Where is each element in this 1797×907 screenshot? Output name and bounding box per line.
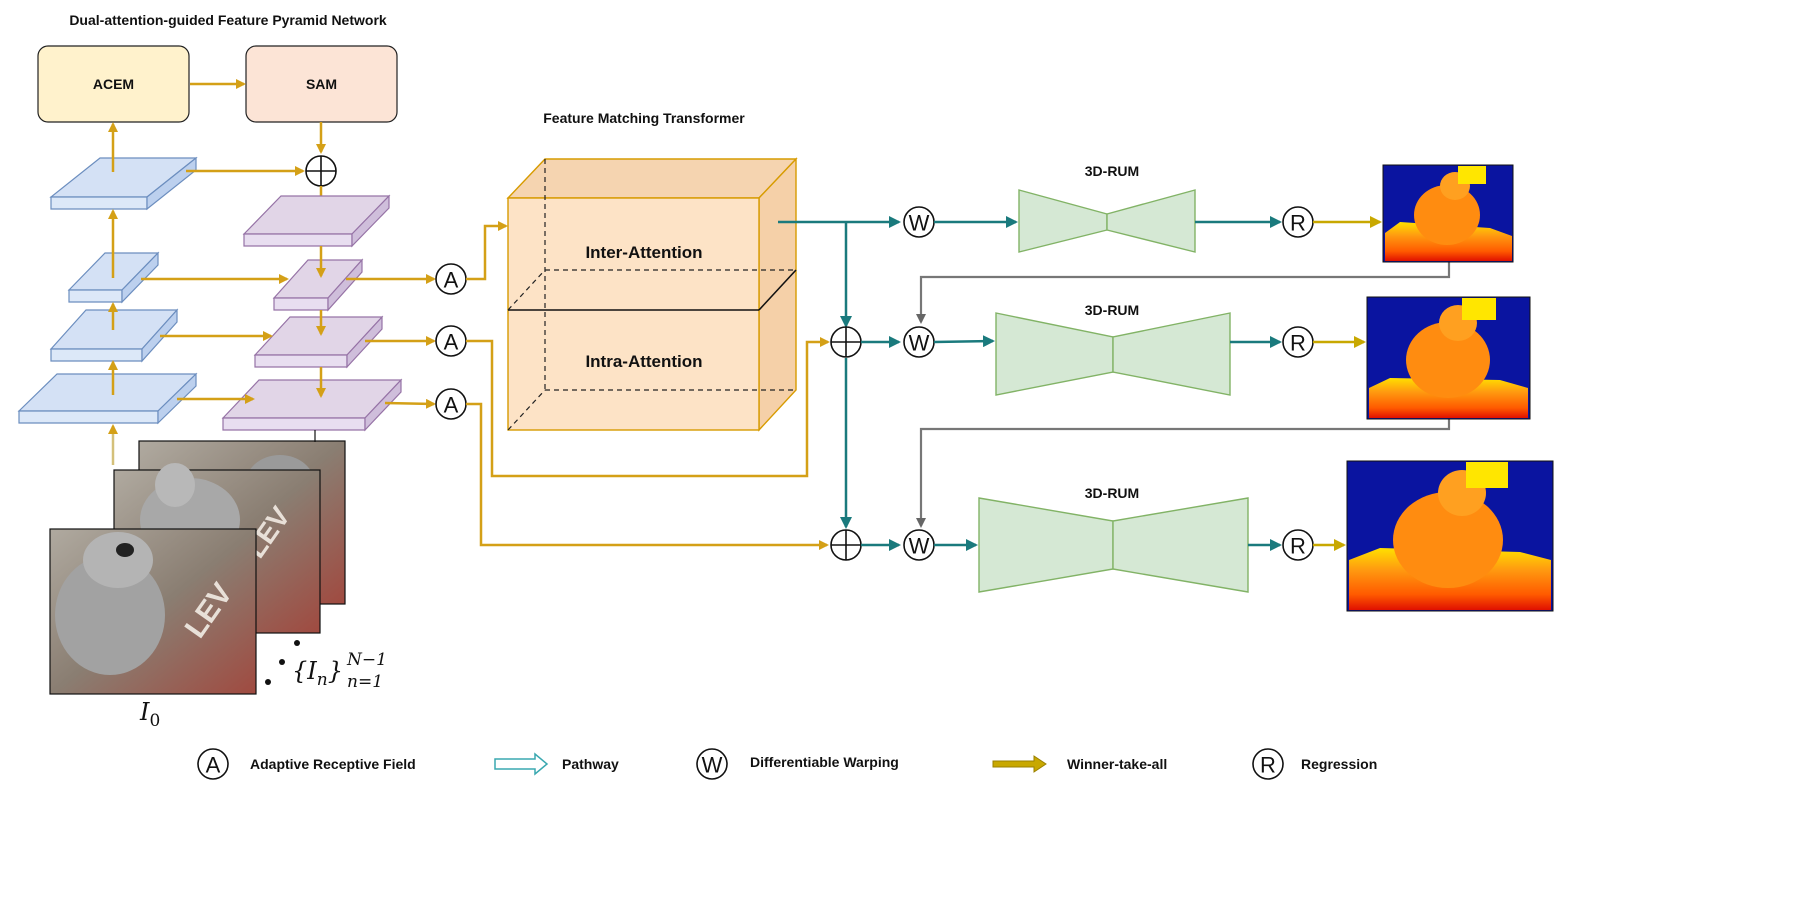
legend-warping-label: Differentiable Warping xyxy=(750,754,899,770)
src-close: } xyxy=(328,657,343,685)
warping-node-1: W xyxy=(903,206,935,238)
blue-feature-level-4 xyxy=(17,372,198,425)
bottom-sum-node xyxy=(830,529,862,561)
purple-to-a3-arrow xyxy=(384,398,436,409)
inter-attention-label: Inter-Attention xyxy=(585,243,702,262)
a-symbol: A xyxy=(444,268,459,293)
sam-label: SAM xyxy=(306,76,337,92)
depth-map-stage-3 xyxy=(1346,460,1554,612)
pathway-arrow-icon xyxy=(494,752,549,776)
legend: A Adaptive Receptive Field Pathway W Dif… xyxy=(197,748,1377,780)
feature-matching-transformer: Inter-Attention Intra-Attention xyxy=(506,157,798,432)
wta-arrow-icon xyxy=(992,755,1047,773)
a-symbol: A xyxy=(444,393,459,418)
a3-to-sum-arrow xyxy=(466,402,829,550)
regression-node-3: R xyxy=(1282,529,1314,561)
legend-item-warping: W Differentiable Warping xyxy=(696,748,899,780)
a-symbol: A xyxy=(444,330,459,355)
source-images-sub: n=1 xyxy=(347,672,383,692)
legend-regression-label: Regression xyxy=(1301,756,1377,772)
rum-block-1 xyxy=(1018,189,1196,253)
fmt-title: Feature Matching Transformer xyxy=(543,110,745,126)
legend-r-symbol: R xyxy=(1260,753,1276,778)
sam-block: SAM xyxy=(245,45,398,123)
source-images-sup: N−1 xyxy=(346,650,387,670)
legend-wta-label: Winner-take-all xyxy=(1067,756,1167,772)
rum3-label: 3D-RUM xyxy=(1085,485,1139,501)
ellipsis-dot xyxy=(294,640,300,646)
ref-sub: 0 xyxy=(149,711,160,731)
rum2-label: 3D-RUM xyxy=(1085,302,1139,318)
legend-pathway-label: Pathway xyxy=(562,756,619,772)
acem-block: ACEM xyxy=(37,45,190,123)
a2-to-sum-arrow xyxy=(466,337,830,478)
ellipsis-dot xyxy=(279,659,285,665)
purple-feature-level-3 xyxy=(253,315,384,369)
rum-block-2 xyxy=(995,312,1231,396)
a1-to-transformer-arrow xyxy=(466,221,508,281)
purple-feature-level-4 xyxy=(221,378,403,432)
legend-item-pathway: Pathway xyxy=(494,752,619,776)
acem-label: ACEM xyxy=(93,76,134,92)
legend-w-symbol: W xyxy=(702,753,723,778)
mid-sum-node xyxy=(830,326,862,358)
ref-letter: I xyxy=(139,698,150,726)
legend-item-wta: Winner-take-all xyxy=(992,755,1167,773)
warping-node-2: W xyxy=(903,326,935,358)
ellipsis-dot xyxy=(265,679,271,685)
depth2-to-w3-feedback xyxy=(916,419,1451,528)
dafpn-title: Dual-attention-guided Feature Pyramid Ne… xyxy=(69,12,387,28)
legend-a-symbol: A xyxy=(206,753,221,778)
w-symbol: W xyxy=(909,211,930,236)
regression-node-1: R xyxy=(1282,206,1314,238)
legend-adaptive-label: Adaptive Receptive Field xyxy=(250,756,416,772)
warping-node-3: W xyxy=(903,529,935,561)
intra-attention-label: Intra-Attention xyxy=(585,352,702,371)
legend-item-regression: R Regression xyxy=(1252,748,1377,780)
r-symbol: R xyxy=(1290,331,1306,356)
src-open: {I xyxy=(292,657,317,685)
regression-node-2: R xyxy=(1282,326,1314,358)
purple-feature-level-2 xyxy=(272,258,364,312)
adaptive-receptive-field-node-1: A xyxy=(435,263,467,295)
adaptive-receptive-field-node-3: A xyxy=(435,388,467,420)
rum-block-3 xyxy=(978,497,1249,593)
top-sum-node xyxy=(305,155,337,187)
w-symbol: W xyxy=(909,331,930,356)
r-symbol: R xyxy=(1290,211,1306,236)
legend-item-adaptive: A Adaptive Receptive Field xyxy=(197,748,416,780)
w2-to-rum2-arrow xyxy=(933,335,995,348)
adaptive-receptive-field-node-2: A xyxy=(435,325,467,357)
depth1-to-w2-feedback xyxy=(916,262,1451,324)
rum1-label: 3D-RUM xyxy=(1085,163,1139,179)
depth-map-stage-2 xyxy=(1366,296,1531,420)
blue-feature-level-1 xyxy=(49,156,198,211)
source-images-label: {In} xyxy=(292,657,343,690)
r-symbol: R xyxy=(1290,534,1306,559)
depth-map-stage-1 xyxy=(1382,164,1514,263)
w-symbol: W xyxy=(909,534,930,559)
purple-feature-level-1 xyxy=(242,194,391,248)
reference-image-label: I0 xyxy=(139,698,160,731)
src-index: n xyxy=(317,670,328,690)
reference-image: LEV xyxy=(49,528,257,695)
